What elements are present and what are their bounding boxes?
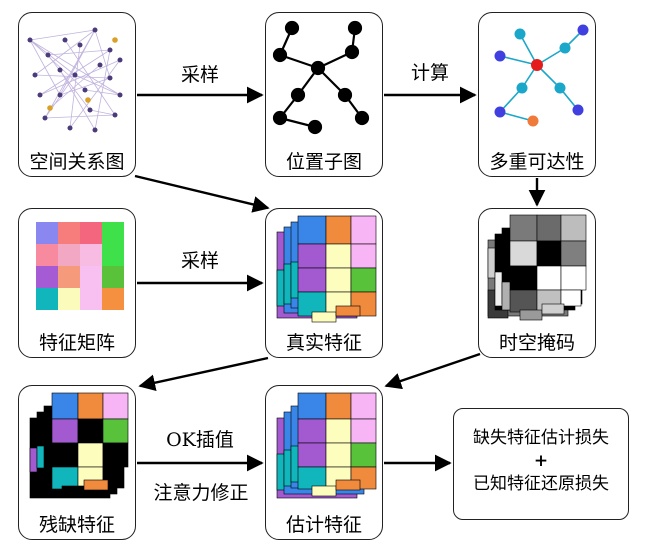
estimated-features-illustration [276,392,377,499]
spatial-graph-illustration [27,27,123,133]
location-subgraph-illustration [272,20,370,135]
label-incomplete-features: 残缺特征 [38,514,115,536]
real-features-illustration [276,215,377,323]
label-multi-reachability: 多重可达性 [489,151,585,173]
edge-label-ok-interp: OK插值 [166,429,234,451]
loss-text: 缺失特征估计损失 + 已知特征还原损失 [453,425,629,497]
incomplete-features-illustration [29,392,129,499]
feature-matrix-illustration [36,222,124,310]
label-spatial-graph: 空间关系图 [29,151,125,173]
label-feature-matrix: 特征矩阵 [38,332,115,354]
arrow-real-to-incomplete [138,356,269,391]
loss-box [453,408,629,520]
edge-label-compute: 计算 [410,62,449,84]
location-subgraph-box [265,12,383,177]
loss-line-1: 缺失特征估计损失 [473,428,609,448]
multi-reachability-box [478,12,596,177]
label-spatiotemporal-mask: 时空掩码 [498,332,575,354]
arrow-mask-to-estimated [384,352,481,390]
loss-line-2: 已知特征还原损失 [473,474,609,494]
loss-plus: + [533,451,549,471]
multi-reachability-illustration [494,24,589,127]
arrows [134,86,546,472]
label-real-features: 真实特征 [285,332,362,354]
label-estimated-features: 估计特征 [285,514,362,536]
edge-label-sample-1: 采样 [180,64,219,86]
edge-label-sample-2: 采样 [180,250,219,272]
arrow-graph-to-real [134,174,270,213]
edge-label-attention-correction: 注意力修正 [153,482,249,504]
spatiotemporal-mask-illustration [487,214,587,321]
label-location-subgraph: 位置子图 [285,151,362,173]
